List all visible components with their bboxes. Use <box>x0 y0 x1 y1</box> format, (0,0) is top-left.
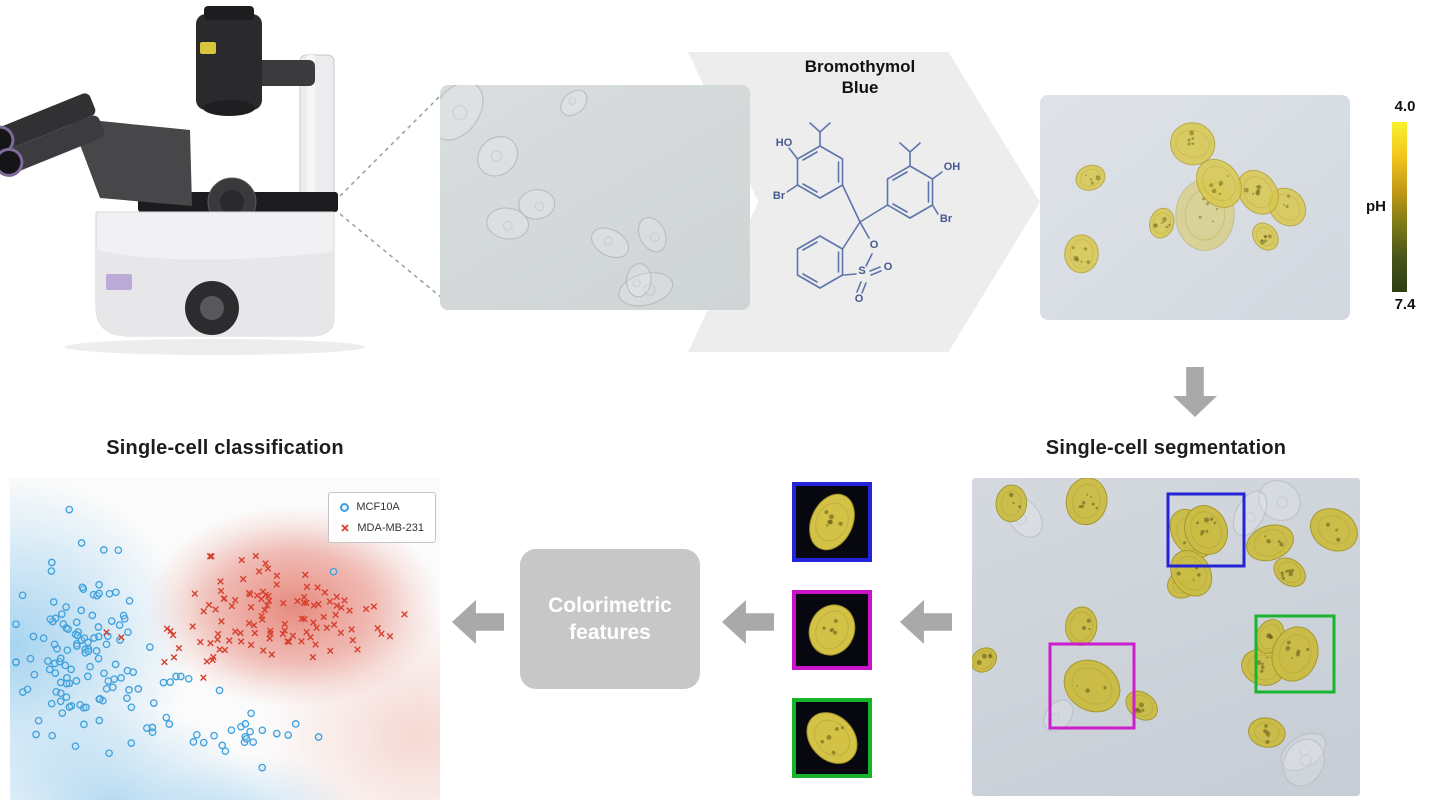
svg-text:HO: HO <box>776 137 793 149</box>
crop-cell-blue <box>792 482 872 562</box>
ph-axis-label: pH <box>1366 198 1386 215</box>
features-label: Colorimetric features <box>548 593 672 644</box>
svg-text:O: O <box>855 293 864 305</box>
svg-text:Br: Br <box>773 190 786 202</box>
x-marker-icon <box>341 524 350 532</box>
segmentation-image <box>972 478 1360 796</box>
legend-label: MDA-MB-231 <box>357 522 424 534</box>
scatter-points <box>12 505 408 772</box>
legend-item-mcf10a: MCF10A <box>340 501 424 513</box>
crop-cell-magenta-image <box>808 604 856 656</box>
plot-legend: MCF10A MDA-MB-231 <box>328 492 436 543</box>
brightfield-image <box>440 85 750 310</box>
legend-item-mda-mb-231: MDA-MB-231 <box>340 522 424 534</box>
svg-text:OH: OH <box>944 161 961 173</box>
classification-plot: MCF10A MDA-MB-231 <box>10 478 440 800</box>
crop-cell-green <box>792 698 872 778</box>
arrow-left-icon-3 <box>452 600 504 644</box>
arrow-down-icon <box>1173 367 1217 417</box>
classification-title: Single-cell classification <box>106 437 344 459</box>
features-box: Colorimetric features <box>520 549 700 689</box>
svg-text:O: O <box>870 239 879 251</box>
crop-cell-blue-image <box>809 493 855 551</box>
ph-bottom-label: 7.4 <box>1394 296 1416 313</box>
crop-cell-green-image <box>806 712 858 764</box>
segmentation-cells <box>972 478 1358 787</box>
microscope-illustration <box>0 6 365 355</box>
svg-text:Br: Br <box>940 213 953 225</box>
stained-cells <box>1064 122 1307 274</box>
ph-colorbar <box>1392 122 1407 292</box>
ph-top-label: 4.0 <box>1394 98 1416 115</box>
reagent-label: Bromothymol Blue <box>804 57 916 98</box>
crop-cell-magenta <box>792 590 872 670</box>
circle-marker-icon <box>340 502 350 512</box>
arrow-left-icon-2 <box>722 600 774 644</box>
arrow-left-icon-1 <box>900 600 952 644</box>
stained-image <box>1040 95 1350 320</box>
svg-text:S: S <box>858 265 865 277</box>
segmentation-title: Single-cell segmentation <box>1045 437 1287 459</box>
legend-label: MCF10A <box>356 501 400 513</box>
svg-text:O: O <box>884 261 893 273</box>
brightfield-cells <box>440 85 674 307</box>
